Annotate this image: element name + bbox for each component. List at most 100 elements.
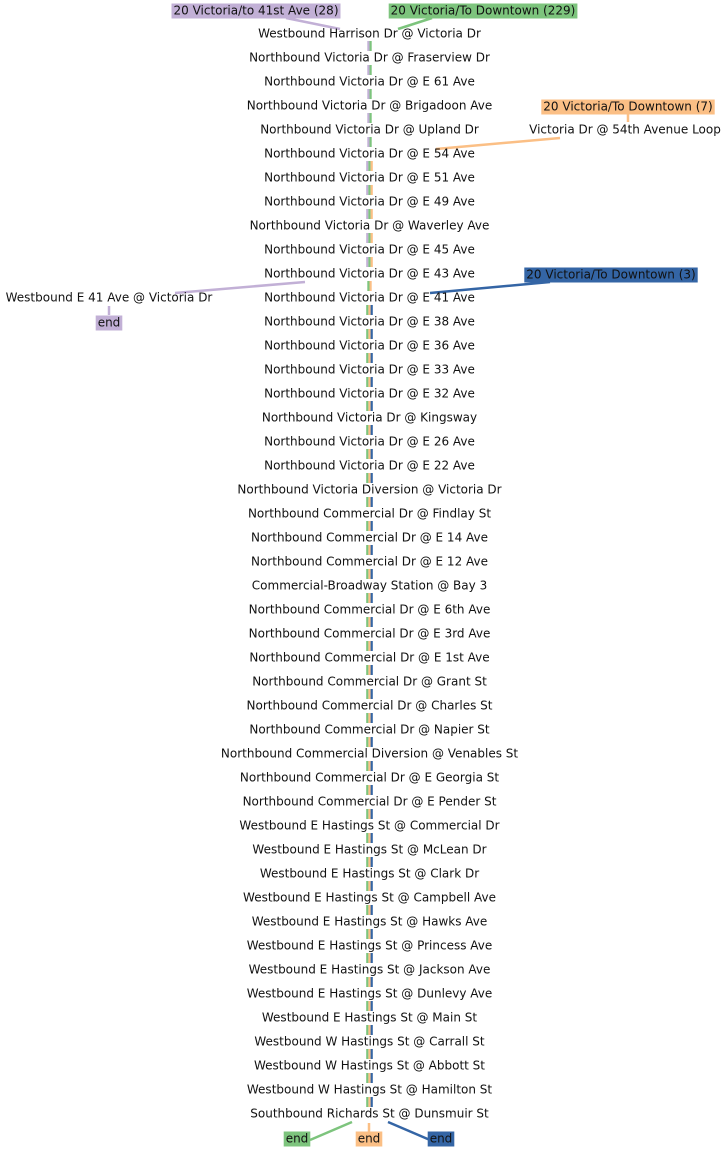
stop-label: Northbound Commercial Dr @ Napier St — [249, 723, 490, 737]
route-tag-r3-box — [524, 267, 698, 283]
route-segment-r229 — [366, 617, 369, 627]
stop-label: Westbound E Hastings St @ Princess Ave — [247, 939, 493, 953]
route-segment-r3 — [370, 569, 373, 579]
stop-label: Westbound E Hastings St @ Dunlevy Ave — [247, 987, 493, 1001]
route-segment-r3 — [370, 665, 373, 675]
end-tag-r7-box — [355, 1131, 383, 1147]
route-segment-r3 — [370, 809, 373, 819]
route-segment-r7 — [368, 305, 371, 315]
route-segment-r3 — [370, 857, 373, 867]
stop-label: Northbound Victoria Diversion @ Victoria… — [237, 483, 501, 497]
stop-label: Northbound Victoria Dr @ E 41 Ave — [264, 291, 475, 305]
route-tag-r229: 20 Victoria/To Downtown (229) — [388, 3, 578, 19]
stop-label: Westbound W Hastings St @ Abbott St — [254, 1059, 485, 1073]
stop-label: Northbound Victoria Dr @ E 32 Ave — [264, 387, 475, 401]
route-segment-r229 — [366, 1049, 369, 1059]
route-segment-r229 — [366, 833, 369, 843]
route-segment-r229 — [366, 881, 369, 891]
route-segment-r3 — [370, 401, 373, 411]
stop-label: Commercial-Broadway Station @ Bay 3 — [252, 579, 487, 593]
route-segment-r3 — [370, 1025, 373, 1035]
connector-r229-start — [397, 16, 433, 31]
route-segment-r7 — [368, 713, 371, 723]
route-segment-r28 — [366, 209, 369, 219]
route-segment-r3 — [370, 425, 373, 435]
route-segment-r7 — [368, 641, 371, 651]
route-segment-r7 — [368, 665, 371, 675]
route-segment-r229 — [367, 281, 370, 291]
route-segments — [366, 41, 373, 1107]
route-segment-r229 — [366, 929, 369, 939]
route-segment-r229 — [369, 89, 372, 99]
connector-r28-start — [285, 16, 341, 31]
route-segment-r229 — [366, 1073, 369, 1083]
route-segment-r7 — [368, 857, 371, 867]
route-segment-r28 — [367, 137, 370, 147]
route-segment-r229 — [366, 593, 369, 603]
route-segment-r7 — [368, 977, 371, 987]
route-segment-r229 — [366, 905, 369, 915]
route-segment-r3 — [370, 761, 373, 771]
route-segment-r7 — [368, 329, 371, 339]
end-tag-r3-label: end — [430, 1132, 453, 1146]
stop-labels: Westbound Harrison Dr @ Victoria DrNorth… — [6, 27, 721, 1121]
route-segment-r229 — [368, 185, 371, 195]
route-tag-r7-box — [541, 99, 715, 115]
route-segment-r28 — [367, 113, 370, 123]
route-segment-r7 — [368, 617, 371, 627]
route-segment-r3 — [370, 689, 373, 699]
connector-r7-branch — [435, 136, 561, 151]
end-tag-r3: end — [427, 1131, 455, 1147]
stop-label: Westbound W Hastings St @ Hamilton St — [247, 1083, 493, 1097]
route-segment-r3 — [370, 353, 373, 363]
stop-label: Northbound Commercial Diversion @ Venabl… — [221, 747, 519, 761]
route-segment-r7 — [368, 545, 371, 555]
stop-label: Northbound Victoria Dr @ Waverley Ave — [250, 219, 490, 233]
stop-label: Northbound Victoria Dr @ E 36 Ave — [264, 339, 475, 353]
route-segment-r229 — [366, 377, 369, 387]
stop-label: Northbound Victoria Dr @ E 38 Ave — [264, 315, 475, 329]
stop-label: Northbound Commercial Dr @ Grant St — [252, 675, 487, 689]
stop-label: Northbound Commercial Dr @ E 12 Ave — [251, 555, 488, 569]
stop-label: Northbound Commercial Dr @ E Georgia St — [240, 771, 499, 785]
route-segment-r7 — [370, 161, 373, 171]
route-segment-r7 — [370, 185, 373, 195]
route-segment-r229 — [369, 113, 372, 123]
route-segment-r3 — [370, 1073, 373, 1083]
route-segment-r229 — [366, 689, 369, 699]
stop-label: Northbound Commercial Dr @ E 14 Ave — [251, 531, 488, 545]
stop-label: Westbound E Hastings St @ Commercial Dr — [239, 819, 499, 833]
route-segment-r3 — [370, 377, 373, 387]
end-tag-r7-label: end — [358, 1132, 381, 1146]
connector-r229-end — [309, 1120, 353, 1142]
stop-label: Northbound Victoria Dr @ E 49 Ave — [264, 195, 475, 209]
stop-label: Westbound E Hastings St @ Main St — [262, 1011, 477, 1025]
stop-label: Northbound Commercial Dr @ Findlay St — [248, 507, 491, 521]
end-tag-r3-box — [427, 1131, 455, 1147]
route-segment-r229 — [369, 41, 372, 51]
route-segment-r3 — [370, 521, 373, 531]
connector-r3-start — [429, 280, 551, 295]
route-segment-r28 — [367, 89, 370, 99]
stop-label: Westbound E Hastings St @ McLean Dr — [252, 843, 486, 857]
stop-label: Northbound Victoria Dr @ Upland Dr — [260, 123, 479, 137]
route-segment-r229 — [369, 65, 372, 75]
stop-label: Northbound Victoria Dr @ E 54 Ave — [264, 147, 475, 161]
route-segment-r7 — [370, 257, 373, 267]
route-segment-r3 — [370, 1097, 373, 1107]
route-segment-r229 — [368, 257, 371, 267]
route-segment-r7 — [368, 473, 371, 483]
route-segment-r28 — [367, 65, 370, 75]
stop-label: Northbound Victoria Dr @ E 51 Ave — [264, 171, 475, 185]
route-tag-r229-label: 20 Victoria/To Downtown (229) — [391, 4, 576, 18]
route-segment-r7 — [368, 497, 371, 507]
route-segment-r7 — [369, 281, 372, 291]
route-segment-r7 — [368, 761, 371, 771]
stop-label: Northbound Victoria Dr @ Kingsway — [262, 411, 477, 425]
route-segment-r229 — [366, 305, 369, 315]
stop-label: Northbound Commercial Dr @ E 3rd Ave — [249, 627, 491, 641]
route-segment-r229 — [368, 233, 371, 243]
route-segment-r3 — [370, 641, 373, 651]
route-segment-r7 — [368, 1073, 371, 1083]
end-tag-r28-label: end — [98, 316, 121, 330]
